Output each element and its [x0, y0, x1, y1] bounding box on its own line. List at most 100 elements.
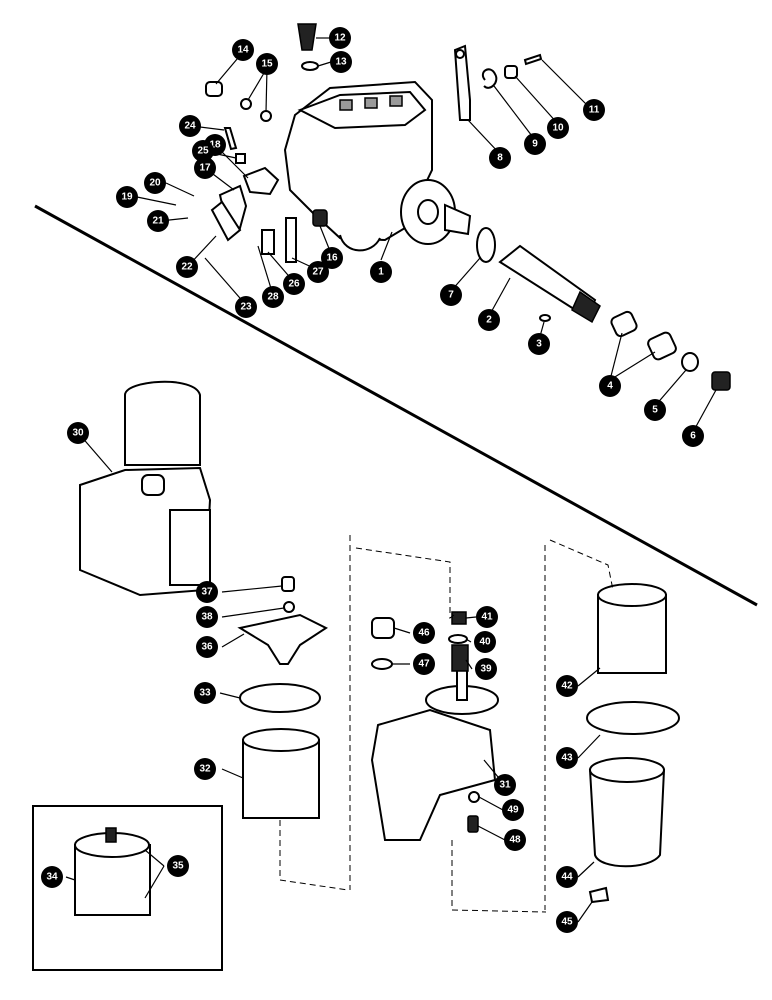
svg-text:46: 46: [418, 628, 430, 639]
filter-element: [242, 728, 320, 819]
callout-4: 4: [599, 375, 621, 397]
valve-cap: [451, 611, 467, 625]
drain-valve: [588, 886, 610, 904]
fuel-inlet-fitting: [297, 23, 317, 51]
callout-30: 30: [67, 422, 89, 444]
svg-text:20: 20: [149, 178, 161, 189]
svg-text:23: 23: [240, 302, 252, 313]
callout-48: 48: [504, 829, 526, 851]
callout-40: 40: [474, 631, 496, 653]
svg-text:2: 2: [486, 315, 492, 326]
svg-text:41: 41: [481, 612, 493, 623]
lever-spring: [481, 68, 498, 89]
svg-text:38: 38: [201, 612, 213, 623]
svg-text:35: 35: [172, 861, 184, 872]
svg-text:13: 13: [335, 57, 347, 68]
lever-screw: [523, 53, 543, 66]
callout-38: 38: [196, 606, 218, 628]
callout-9: 9: [524, 133, 546, 155]
cover-gasket: [239, 683, 321, 713]
callout-26: 26: [283, 273, 305, 295]
svg-text:31: 31: [499, 780, 511, 791]
callout-10: 10: [547, 117, 569, 139]
valve-washer: [448, 634, 468, 644]
spring-cap: [312, 209, 328, 227]
filter-cartridge: [597, 583, 667, 674]
svg-text:3: 3: [536, 339, 542, 350]
svg-text:22: 22: [181, 262, 193, 273]
assembly-line-center: [355, 547, 459, 619]
spacer-plate: [261, 229, 275, 255]
svg-text:12: 12: [334, 33, 346, 44]
svg-text:26: 26: [288, 279, 300, 290]
svg-text:47: 47: [418, 659, 430, 670]
svg-text:8: 8: [497, 153, 503, 164]
svg-text:14: 14: [237, 45, 249, 56]
filter-head-assembly: [370, 669, 499, 841]
callout-24: 24: [179, 115, 201, 137]
callout-1: 1: [370, 261, 392, 283]
svg-text:18: 18: [209, 140, 221, 151]
svg-text:11: 11: [589, 105, 600, 116]
callout-16: 16: [321, 247, 343, 269]
callout-11: 11: [583, 99, 605, 121]
callout-7: 7: [440, 284, 462, 306]
callout-17: 17: [194, 157, 216, 179]
callout-23: 23: [235, 296, 257, 318]
control-arm: [210, 200, 242, 242]
callout-27: 27: [307, 261, 329, 283]
inset-filter-detail: [32, 805, 223, 971]
svg-text:33: 33: [199, 688, 211, 699]
callout-46: 46: [413, 622, 435, 644]
callout-22: 22: [176, 256, 198, 278]
callout-31: 31: [494, 774, 516, 796]
svg-text:45: 45: [561, 917, 573, 928]
svg-text:27: 27: [312, 267, 324, 278]
callout-34: 34: [41, 866, 63, 888]
svg-text:17: 17: [199, 163, 211, 174]
svg-text:30: 30: [72, 428, 84, 439]
callout-14: 14: [232, 39, 254, 61]
sealing-washers: [240, 98, 272, 122]
svg-text:5: 5: [652, 405, 658, 416]
assembled-fuel-filter: [79, 380, 212, 597]
svg-text:39: 39: [480, 664, 492, 675]
svg-text:43: 43: [561, 753, 573, 764]
callout-28: 28: [262, 286, 284, 308]
banjo-bolt: [205, 81, 223, 97]
svg-text:44: 44: [561, 872, 573, 883]
callout-8: 8: [489, 147, 511, 169]
callout-3: 3: [528, 333, 550, 355]
callout-12: 12: [329, 27, 351, 49]
filter-cover: [237, 613, 329, 665]
callout-32: 32: [194, 758, 216, 780]
bearing-set: [610, 310, 677, 361]
locknut: [235, 153, 246, 164]
callout-25: 25: [192, 140, 214, 162]
sediment-bowl: [588, 757, 666, 868]
bowl-gasket: [586, 701, 680, 735]
drive-shaft: [498, 244, 601, 324]
callout-44: 44: [556, 866, 578, 888]
woodruff-key: [539, 314, 551, 322]
shaft-nut: [711, 371, 731, 391]
vent-screw: [281, 576, 295, 592]
svg-text:6: 6: [690, 431, 696, 442]
assembly-line-head: [451, 840, 547, 913]
callout-15: 15: [256, 53, 278, 75]
lock-washer: [681, 352, 699, 372]
callout-49: 49: [502, 799, 524, 821]
callout-36: 36: [196, 636, 218, 658]
svg-text:42: 42: [561, 681, 573, 692]
shaft-o-ring: [476, 227, 496, 263]
svg-text:1: 1: [378, 267, 384, 278]
callout-42: 42: [556, 675, 578, 697]
svg-text:15: 15: [261, 59, 273, 70]
throttle-lever: [453, 44, 471, 121]
lever-bushing: [504, 65, 518, 79]
svg-text:21: 21: [152, 216, 164, 227]
svg-text:49: 49: [507, 805, 519, 816]
callout-33: 33: [194, 682, 216, 704]
bleed-washer: [468, 791, 480, 803]
